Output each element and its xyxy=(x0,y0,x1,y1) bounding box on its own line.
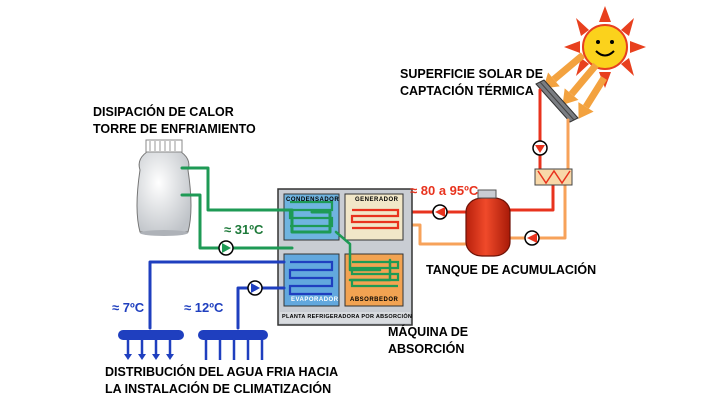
machine-label-line2: ABSORCIÓN xyxy=(388,342,465,356)
distribution-label: DISTRIBUCIÓN DEL AGUA FRIA HACIA LA INST… xyxy=(105,364,338,398)
tower-label-line1: DISIPACIÓN DE CALOR xyxy=(93,105,234,119)
pump-icon xyxy=(432,204,448,220)
hot-water-temp: ≈ 80 a 95ºC xyxy=(410,183,479,198)
solar-label-line1: SUPERFICIE SOLAR DE xyxy=(400,67,544,81)
cooling-water-temp: ≈ 31ºC xyxy=(224,222,264,237)
solar-label-line2: CAPTACIÓN TÉRMICA xyxy=(400,84,534,98)
cold-circuit-pipes xyxy=(148,260,286,330)
manifold-icon xyxy=(118,330,184,360)
condenser-label: CONDENSADOR xyxy=(286,197,340,203)
sun-rays-icon xyxy=(543,52,607,119)
absorption-machine xyxy=(277,188,413,326)
pump-icon xyxy=(532,140,548,156)
generator-coil xyxy=(350,208,400,230)
absorber-coil xyxy=(350,260,400,288)
cooling-tower-icon xyxy=(136,139,192,236)
pump-icon xyxy=(524,230,540,246)
solar-collector-label: SUPERFICIE SOLAR DE CAPTACIÓN TÉRMICA xyxy=(400,66,543,100)
pump-icon xyxy=(247,280,263,296)
absorption-machine-label: MÁQUINA DE ABSORCIÓN xyxy=(388,324,468,358)
evaporator-label: EVAPORADOR xyxy=(291,297,339,303)
condenser-coil xyxy=(288,200,334,228)
absorber-label: ABSORBEDOR xyxy=(350,297,399,303)
generator-label: GENERADOR xyxy=(355,197,399,203)
sun-icon xyxy=(564,6,646,88)
cold-return-temp: ≈ 12ºC xyxy=(184,300,224,315)
pump-icon xyxy=(218,240,234,256)
manifold-icon xyxy=(198,330,268,360)
distribution-label-line1: DISTRIBUCIÓN DEL AGUA FRIA HACIA xyxy=(105,365,339,379)
storage-tank-label: TANQUE DE ACUMULACIÓN xyxy=(426,263,597,277)
cooling-circuit-pipes xyxy=(180,166,392,282)
cold-supply-temp: ≈ 7ºC xyxy=(112,300,145,315)
distribution-label-line2: LA INSTALACIÓN DE CLIMATIZACIÓN xyxy=(105,382,332,396)
heat-exchanger-icon xyxy=(534,168,573,186)
cooling-tower-label: DISIPACIÓN DE CALOR TORRE DE ENFRIAMIENT… xyxy=(93,104,256,138)
plant-footer-label: PLANTA REFRIGERADORA POR ABSORCIÓN xyxy=(282,314,413,320)
solar-panel-icon xyxy=(535,79,579,123)
tower-label-line2: TORRE DE ENFRIAMIENTO xyxy=(93,122,256,136)
storage-tank-icon xyxy=(465,189,511,257)
evaporator-coil xyxy=(288,260,334,296)
machine-label-line1: MÁQUINA DE xyxy=(388,325,469,339)
